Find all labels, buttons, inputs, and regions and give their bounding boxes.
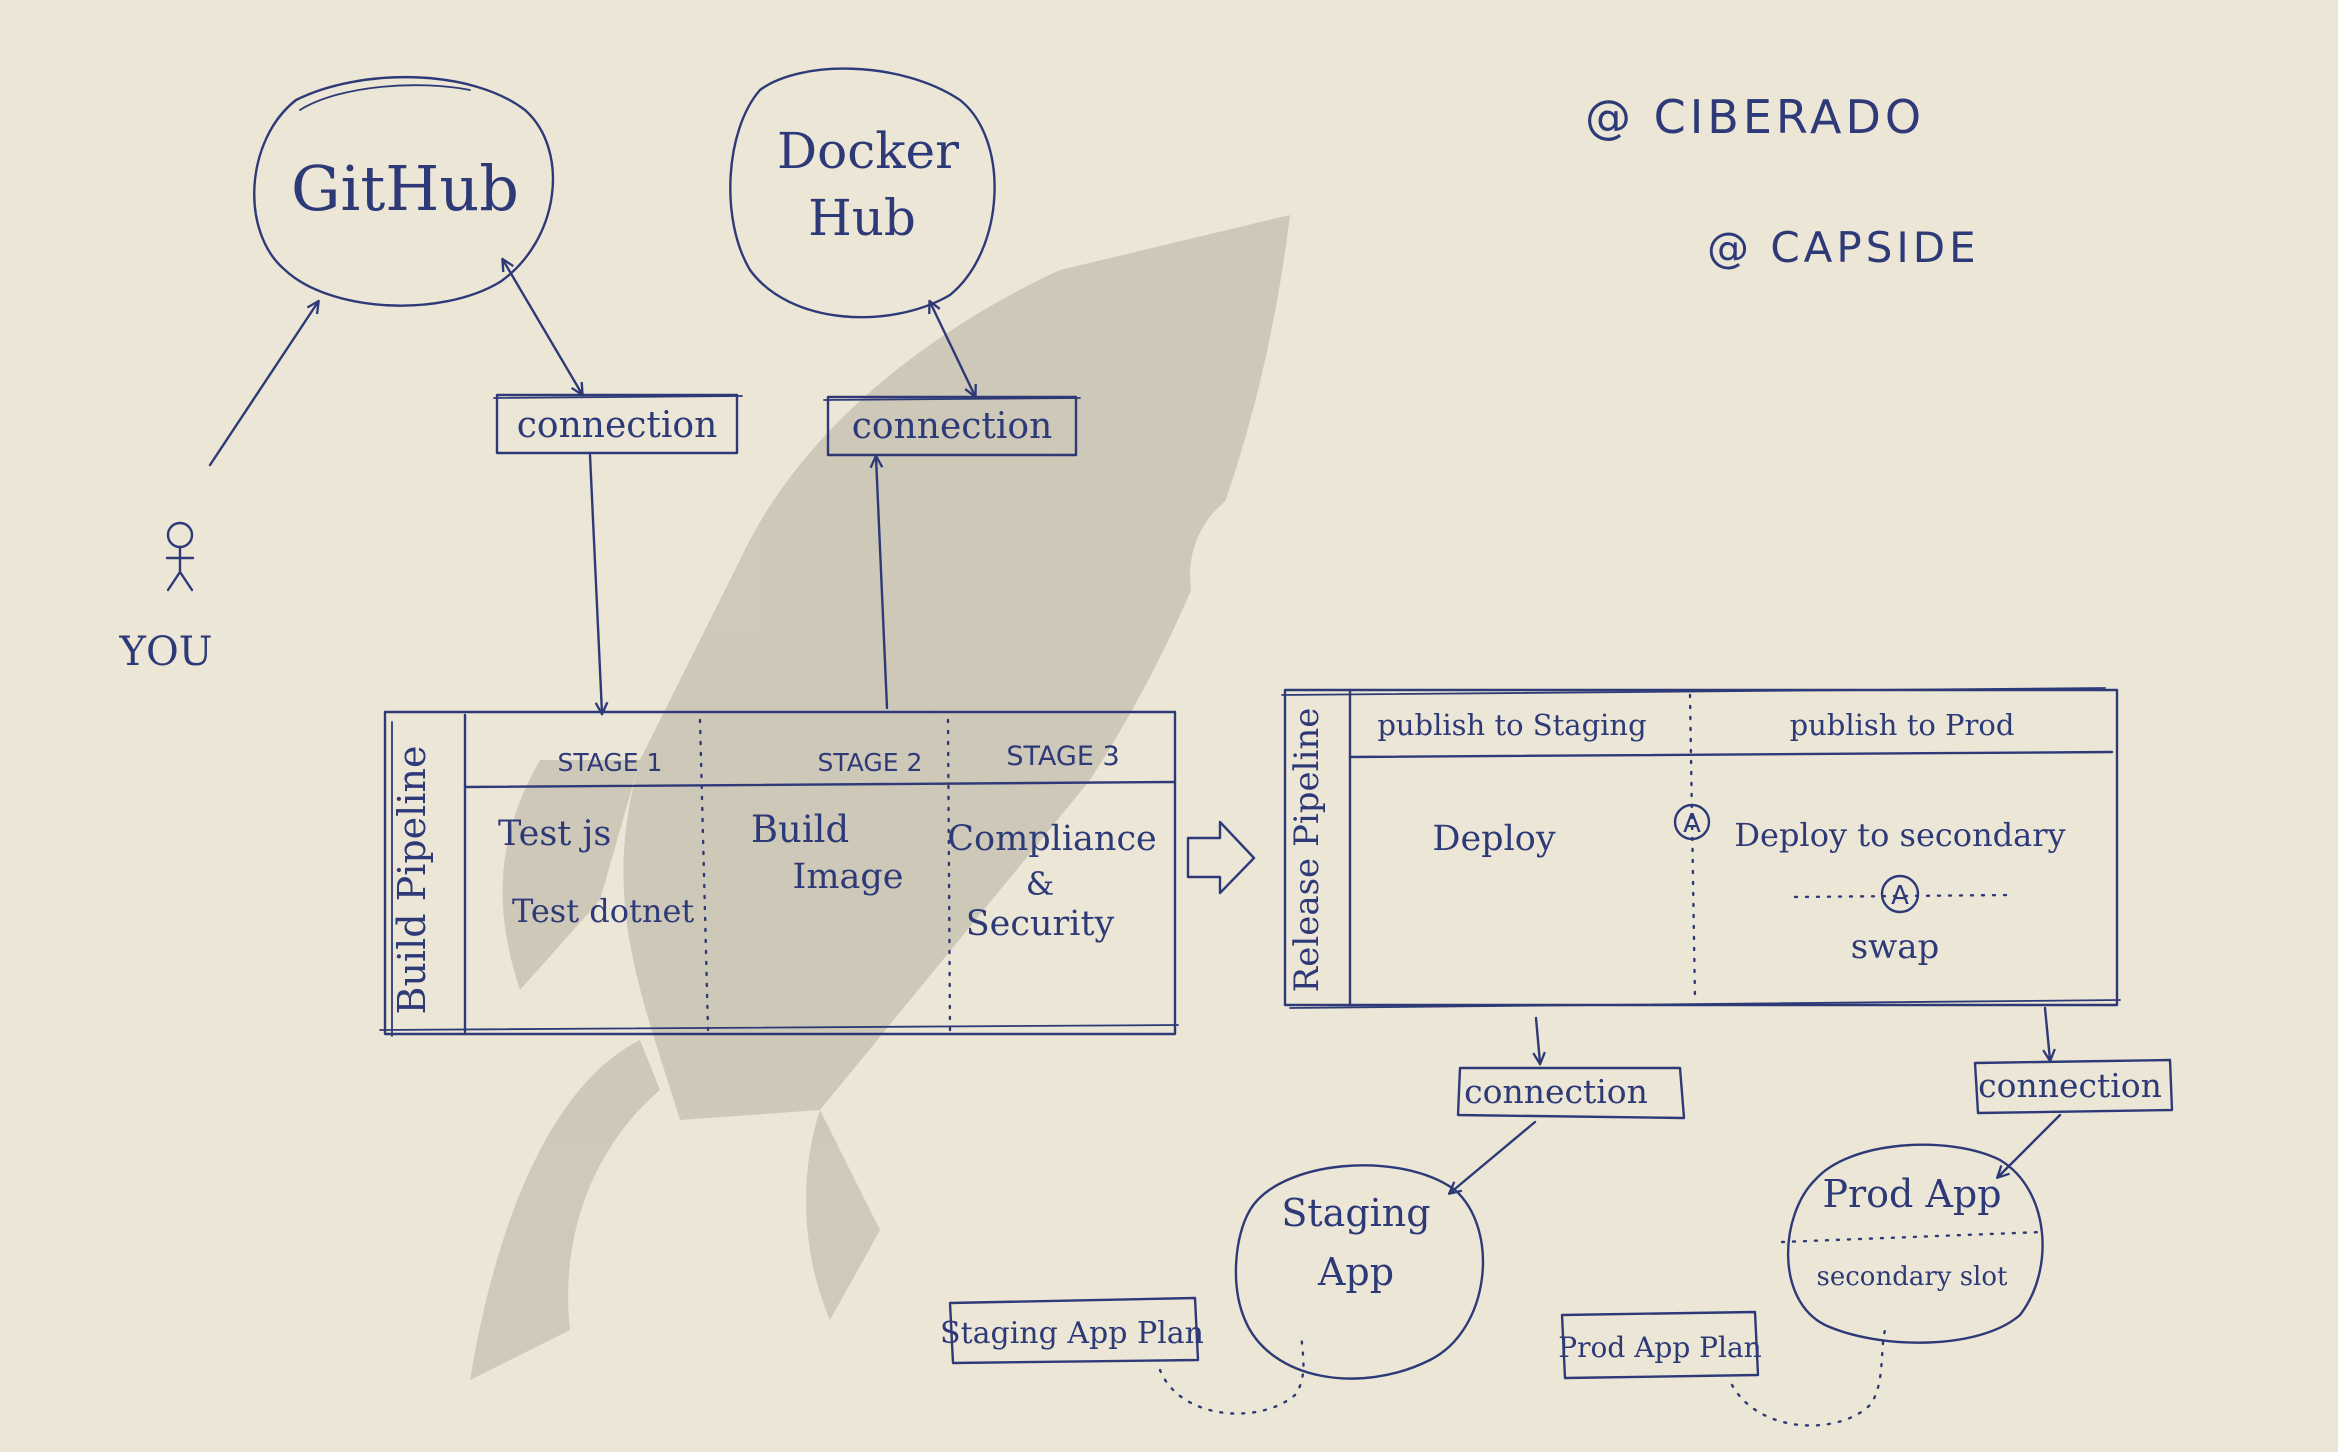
stage-3-header: STAGE 3 [1006,741,1119,772]
stage-2-header: STAGE 2 [818,748,923,777]
staging-deploy-task: Deploy [1432,819,1555,859]
prod-app-plan[interactable]: Prod App Plan [1558,1310,1762,1380]
dockerhub-label-line1: Docker [777,122,959,180]
build-to-release-arrow [1186,820,1256,895]
swap-approval-gate-label: A [1891,881,1909,911]
stage-3-task-line1: Compliance [947,819,1157,859]
user-actor: YOU [119,521,213,675]
staging-plan-link [1158,1333,1305,1415]
release-pipeline[interactable]: Release Pipeline publish to Staging publ… [1281,687,2121,1009]
prod-secondary-slot-label: secondary slot [1817,1262,2009,1292]
dockerhub-label-line2: Hub [808,189,916,247]
prod-connection-label: connection [1978,1066,2162,1105]
stage-2-task-line1: Build [751,808,849,851]
github-connection-label: connection [517,405,718,446]
release-to-staging-conn-arrow [1536,1016,1540,1063]
stage-3-task-line3: Security [966,904,1115,944]
prod-deploy-secondary-task: Deploy to secondary [1734,816,2065,854]
stage-1-task-2: Test dotnet [512,892,694,930]
swap-task: swap [1851,927,1940,967]
release-to-prod-conn-arrow [2045,1006,2050,1060]
github-node[interactable]: GitHub [253,76,555,307]
staging-connection-label: connection [1464,1072,1648,1111]
staging-app-label-line2: App [1317,1250,1394,1294]
staging-app-label-line1: Staging [1281,1191,1430,1235]
staging-app-node[interactable]: Staging App [1234,1164,1485,1380]
stage-2-task-line2: Image [793,857,904,897]
prod-app-plan-label: Prod App Plan [1558,1331,1761,1364]
stage-1-header: STAGE 1 [558,748,663,777]
release-pipeline-title: Release Pipeline [1287,708,1327,993]
staging-stage-header: publish to Staging [1377,708,1646,742]
dockerhub-node[interactable]: Docker Hub [729,67,996,319]
dockerhub-connection[interactable]: connection [823,395,1081,457]
credit-capside: @ CAPSIDE [1707,223,1980,272]
staging-app-plan-label: Staging App Plan [940,1316,1204,1351]
github-label: GitHub [291,152,519,225]
staging-connection-to-app-arrow [1450,1120,1537,1193]
prod-stage-header: publish to Prod [1790,708,2015,742]
github-connection-link [503,260,582,394]
stage-3-task-line2: & [1026,865,1054,903]
prod-connection-to-app-arrow [1998,1113,2062,1177]
staging-app-plan[interactable]: Staging App Plan [940,1296,1204,1365]
staging-connection[interactable]: connection [1456,1066,1686,1120]
build-to-docker-arrow [876,457,889,710]
dockerhub-connection-link [930,302,975,396]
prod-plan-link [1730,1328,1887,1427]
approval-gate-label: A [1683,809,1701,839]
build-pipeline-title: Build Pipeline [390,746,434,1015]
user-push-arrow [208,302,318,467]
stage-1-task-1: Test js [498,814,611,854]
user-label: YOU [119,629,213,675]
github-connection[interactable]: connection [493,393,743,455]
prod-app-label: Prod App [1822,1172,2001,1216]
prod-app-node[interactable]: Prod App secondary slot [1780,1143,2044,1344]
github-to-build-arrow [588,453,602,713]
rocket-watermark [470,215,1380,1380]
dockerhub-connection-label: connection [852,406,1053,447]
credit-ciberado: @ CIBERADO [1585,90,1925,144]
prod-connection[interactable]: connection [1973,1058,2174,1115]
build-pipeline[interactable]: Build Pipeline STAGE 1 STAGE 2 STAGE 3 T… [379,710,1179,1037]
